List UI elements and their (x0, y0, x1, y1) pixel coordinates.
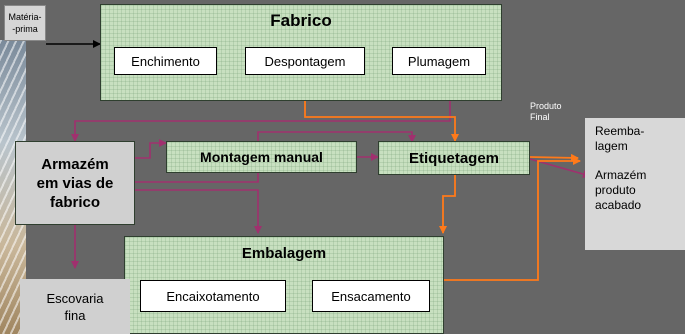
arrow-armazem-to-embalagem (135, 189, 262, 234)
arrow-armazem-to-etiquetagem (135, 131, 416, 183)
arrow-fabrico-to-etiquetagem (304, 101, 459, 142)
armazem-produto-label: Armazém produto acabado (595, 168, 647, 212)
arrow-etiquetagem-to-reembalagem (529, 153, 579, 162)
embalagem-title: Embalagem (241, 245, 327, 262)
fabrico-step-plumagem: Plumagem (392, 47, 486, 75)
fabrico-step-despontagem: Despontagem (245, 47, 365, 75)
destino-box: Reemba- lagem Armazém produto acabado (585, 118, 685, 250)
armazem-vias-box: Armazém em vias de fabrico (15, 141, 135, 225)
armazem-vias-label: Armazém em vias de fabrico (36, 155, 114, 211)
fabrico-title: Fabrico (270, 11, 332, 30)
reembalagem-label: Reemba- lagem (595, 124, 645, 153)
embalagem-step-encaixotamento: Encaixotamento (140, 280, 286, 312)
embalagem-step-ensacamento: Ensacamento (312, 280, 430, 312)
etiquetagem-box: Etiquetagem (378, 141, 530, 175)
fabrico-step-enchimento: Enchimento (114, 47, 217, 75)
montagem-box: Montagem manual (166, 141, 357, 173)
arrow-etiquetagem-to-embalagem (439, 175, 456, 234)
materia-prima-label: Matéria- -prima (8, 12, 42, 34)
arrow-armazem-to-montagem (135, 139, 167, 159)
escovaria-label: Escovaria fina (46, 290, 104, 323)
produto-final-label: Produto Final (530, 101, 562, 122)
arrow-fabrico-to-armazem (71, 101, 451, 142)
arrow-embalagem-to-final (444, 157, 581, 281)
materia-prima-box: Matéria- -prima (4, 5, 46, 41)
escovaria-box: Escovaria fina (20, 279, 130, 334)
